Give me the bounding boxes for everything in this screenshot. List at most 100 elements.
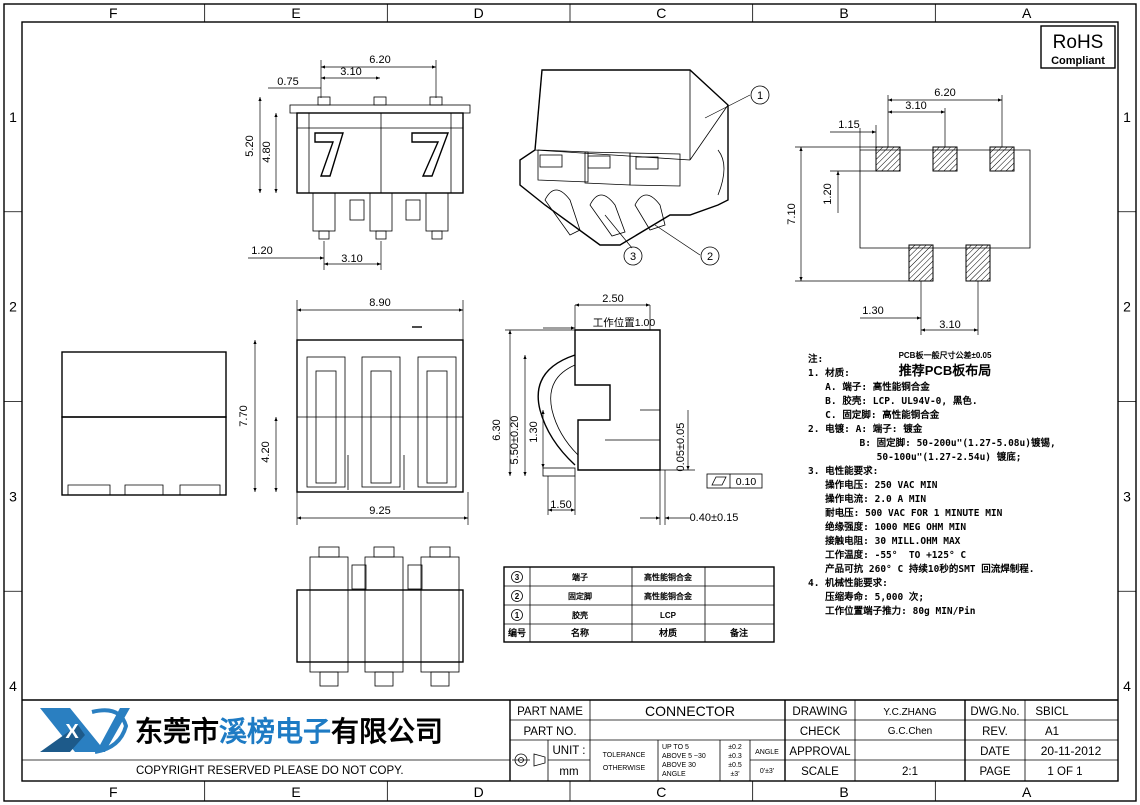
check-value: G.C.Chen: [888, 726, 932, 737]
note-line: 操作电流: 2.0 A MIN: [808, 493, 926, 505]
bom-row-no: 1: [515, 611, 520, 620]
tolerance-label-1: TOLERANCE: [603, 752, 646, 759]
label-scale: SCALE: [801, 766, 839, 778]
dim-0-75: 0.75: [277, 76, 298, 88]
scale-value: 2:1: [902, 766, 918, 778]
note-line: 3. 电性能要求:: [808, 465, 878, 477]
callout-3: 3: [630, 251, 636, 263]
row-label-2-left: 2: [9, 299, 17, 315]
column-label-b-bottom: B: [839, 784, 848, 800]
note-line: 工作温度: -55° TO +125° C: [808, 549, 966, 561]
bom-header-name: 名称: [571, 627, 589, 638]
note-line: 压缩寿命: 5,000 次;: [808, 591, 924, 603]
dim-1-50: 1.50: [550, 499, 571, 511]
note-line: C. 固定脚: 高性能铜合金: [808, 409, 940, 421]
dim-work-position: 工作位置1.00: [593, 316, 656, 329]
column-label-e-top: E: [291, 5, 300, 21]
bom-row-name: 固定脚: [568, 591, 592, 601]
pcb-dim-6-20: 6.20: [934, 87, 955, 99]
pcb-dim-1-20: 1.20: [822, 183, 834, 204]
row-label-2-right: 2: [1123, 299, 1131, 315]
dim-1-30: 1.30: [528, 421, 540, 442]
label-drawing: DRAWING: [792, 706, 847, 718]
rohs-text: RoHS: [1053, 32, 1104, 53]
column-label-b-top: B: [839, 5, 848, 21]
pcb-dim-7-10: 7.10: [786, 203, 798, 224]
dim-2-50: 2.50: [602, 293, 623, 305]
dim-5-20: 5.20: [244, 135, 256, 156]
pcb-dim-1-15: 1.15: [838, 119, 859, 131]
note-line: 50-100u"(1.27-2.54u) 镀底;: [808, 451, 1021, 463]
bom-row-no: 2: [515, 592, 520, 601]
column-label-a-bottom: A: [1022, 784, 1032, 800]
pcb-dim-1-30: 1.30: [862, 305, 883, 317]
bom-row-name: 胶壳: [572, 610, 588, 620]
row-label-4-left: 4: [9, 678, 17, 694]
dim-9-25: 9.25: [369, 505, 390, 517]
company-name: 东莞市溪榜电子有限公司: [135, 715, 443, 747]
tolerance-value: ±0.3: [728, 753, 742, 760]
dim-4-20: 4.20: [260, 441, 272, 462]
dim-6-20-front: 6.20: [369, 54, 390, 66]
bom-header-no: 编号: [508, 627, 526, 638]
note-line: 2. 电镀: A: 端子: 镀金: [808, 423, 923, 435]
tolerance-label-2: OTHERWISE: [603, 765, 646, 772]
isometric-view: 1 2 3: [519, 69, 770, 266]
tolerance-value: ±0.2: [728, 744, 742, 751]
bom-row-material: 高性能铜合金: [644, 572, 693, 582]
tolerance-range: ANGLE: [662, 771, 686, 778]
note-line: 注:: [808, 353, 823, 365]
flatness-value: 0.10: [736, 476, 757, 488]
label-check: CHECK: [800, 726, 841, 738]
tolerance-range: ABOVE 30: [662, 762, 696, 769]
dim-3-10-bottom: 3.10: [341, 253, 362, 265]
label-unit: UNIT :: [552, 745, 585, 757]
column-label-a-top: A: [1022, 5, 1032, 21]
label-approval: APPROVAL: [789, 746, 851, 758]
date-value: 20-11-2012: [1041, 744, 1102, 758]
dim-0-40: 0.40±0.15: [690, 512, 739, 524]
copyright-text: COPYRIGHT RESERVED PLEASE DO NOT COPY.: [136, 765, 404, 777]
dim-0-05: 0.05±0.05: [675, 423, 687, 472]
unit-value: mm: [559, 766, 578, 778]
note-line: 4. 机械性能要求:: [808, 577, 888, 589]
tolerance-range: ABOVE 5 ~30: [662, 753, 706, 760]
angle-label: ANGLE: [755, 749, 779, 756]
projection-symbol: [512, 753, 546, 767]
title-block: X 东莞市溪榜电子有限公司 COPYRIGHT RESERVED PLEASE …: [22, 699, 1118, 781]
row-label-1-left: 1: [9, 109, 17, 125]
row-label-1-right: 1: [1123, 109, 1131, 125]
note-line: B: 固定脚: 50-200u"(1.27-5.08u)镀锡,: [808, 437, 1056, 449]
dim-6-30: 6.30: [491, 419, 503, 440]
top-view: 8.90 9.25 7.70 4.20: [238, 297, 469, 525]
tolerance-value: ±3': [730, 771, 739, 778]
dim-3-10-front: 3.10: [340, 66, 361, 78]
dim-1-20: 1.20: [251, 245, 272, 257]
bom-header-remark: 备注: [729, 627, 748, 638]
dim-8-90: 8.90: [369, 297, 390, 309]
note-line: 产品可抗 260° C 持续10秒的SMT 回流焊制程.: [808, 563, 1034, 575]
column-label-c-bottom: C: [656, 784, 666, 800]
bom-row-material: 高性能铜合金: [644, 591, 693, 601]
note-line: 耐电压: 500 VAC FOR 1 MINUTE MIN: [808, 507, 1003, 519]
bottom-view: [296, 546, 464, 687]
note-line: 工作位置端子推力: 80g MIN/Pin: [808, 605, 976, 617]
label-dwg-no: DWG.No.: [970, 706, 1019, 718]
column-label-d-top: D: [474, 5, 484, 21]
rohs-compliant-text: Compliant: [1051, 55, 1105, 67]
label-date: DATE: [980, 746, 1010, 758]
note-line: 接触电阻: 30 MILL.OHM MAX: [808, 535, 961, 547]
angle-value: 0'±3': [760, 768, 774, 775]
part-name-value: CONNECTOR: [645, 703, 735, 719]
pcb-tolerance-note: PCB板一般尺寸公差±0.05: [899, 350, 992, 360]
tolerance-range: UP TO 5: [662, 744, 689, 751]
label-rev: REV.: [982, 726, 1008, 738]
notes-block: 注:1. 材质: A. 端子: 高性能铜合金 B. 胶壳: LCP. UL94V…: [808, 353, 1056, 617]
label-part-name: PART NAME: [517, 706, 583, 718]
label-part-no: PART NO.: [523, 726, 576, 738]
